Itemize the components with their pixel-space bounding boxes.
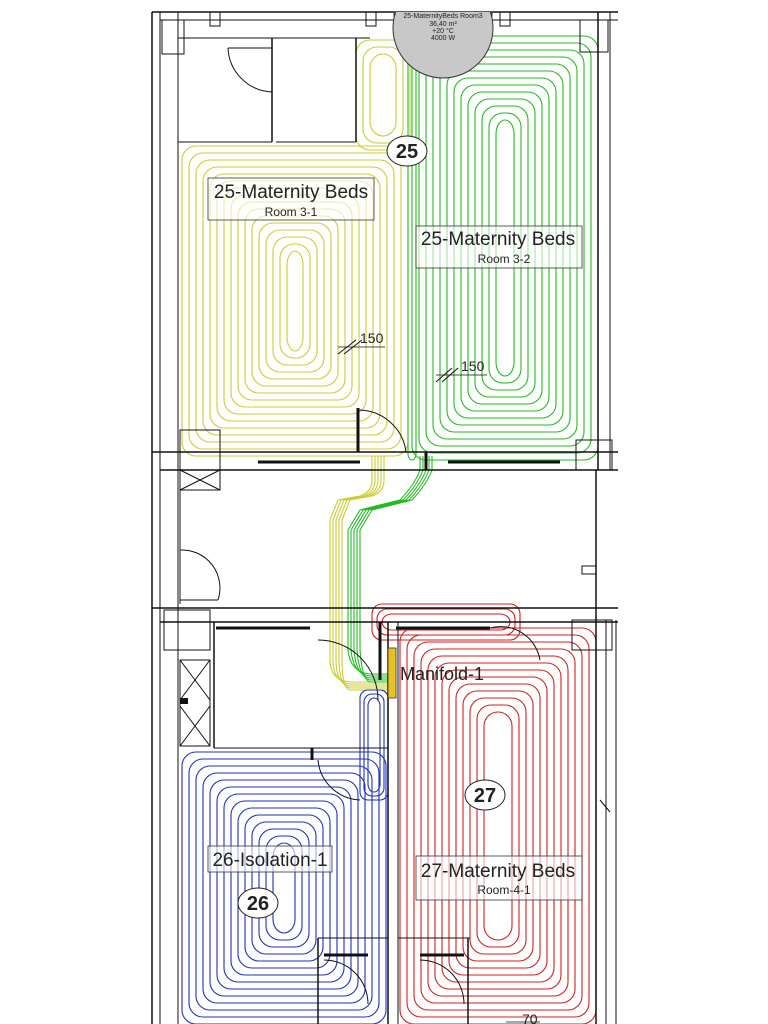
loop-pipe-blue (244, 814, 324, 962)
loop-pipe-blue (223, 793, 345, 983)
zone-marker (386, 135, 428, 167)
loop-pipe-yellow (202, 166, 388, 436)
loop-pipe-blue (181, 751, 387, 1024)
loop-pipe-yellow (362, 46, 404, 144)
room-label-box (415, 855, 583, 901)
loop-pipe-blue (195, 765, 373, 1011)
loop-pipe-red (427, 655, 569, 997)
loop-pipe-yellow (279, 243, 311, 359)
room-info-temp: +20 °C (432, 27, 454, 35)
room-name-3-2: 25-Maternity Beds (421, 229, 575, 250)
loop-pipe-blue (237, 807, 331, 969)
loop-pipe-red (399, 627, 597, 1024)
loop-pipe-green (350, 456, 424, 677)
loop-pipe-blue (202, 772, 366, 1004)
loop-pipe-yellow (188, 152, 402, 450)
loop-pipe-red (441, 669, 555, 983)
room-name-isolation: 26-Isolation-1 (212, 850, 327, 871)
room-name-4-1: 27-Maternity Beds (421, 861, 575, 882)
loop-pipe-red (420, 648, 576, 1004)
loop-pipe-red (462, 690, 534, 962)
room-name-3-1: 25-Maternity Beds (214, 182, 368, 203)
loop-pipe-green (353, 456, 427, 679)
loop-pipe-blue (363, 693, 385, 797)
loop-pipe-green (359, 456, 433, 683)
loop-pipe-yellow (195, 159, 395, 443)
loop-pipe-red (406, 634, 590, 1018)
loop-pipe-yellow (265, 229, 325, 373)
loop-pipe-blue (265, 835, 303, 941)
room-sub-3-1: Room 3-1 (265, 205, 318, 219)
loop-pipe-red (448, 676, 548, 976)
zone-marker (237, 887, 279, 919)
loop-pipe-blue (230, 800, 338, 976)
loop-pipe-red (483, 711, 513, 941)
room-info-bubble (392, 11, 494, 79)
room-label-box (415, 225, 583, 269)
spacing-label-3-2: 150 (461, 358, 485, 374)
manifold-icon (387, 647, 397, 699)
loop-pipe-red (455, 683, 541, 969)
spacing-dimension (435, 367, 487, 383)
loop-pipe-red (476, 704, 520, 948)
loop-pipe-yellow (237, 201, 353, 401)
loop-pipe-yellow (286, 250, 304, 352)
zone-number-26: 26 (247, 893, 269, 915)
manifold-label: Manifold-1 (400, 664, 484, 684)
zone-marker (464, 779, 506, 811)
loop-pipe-blue (367, 697, 381, 793)
loop-pipe-yellow (258, 222, 332, 380)
room-info-title: 25-MaternityBeds Room3 (403, 13, 482, 20)
loop-pipe-blue (251, 821, 317, 955)
loop-pipe-red (413, 641, 583, 1011)
room-info-power: 4000 W (431, 35, 456, 42)
zone-number-25: 25 (396, 141, 418, 163)
room-info-area: 36,40 m² (429, 21, 457, 28)
room-sub-3-2: Room 3-2 (478, 252, 531, 266)
loop-pipe-red (469, 697, 527, 955)
zone-number-27: 27 (474, 785, 496, 807)
loop-pipe-yellow (230, 194, 360, 408)
loop-pipe-yellow (272, 236, 318, 366)
room-label-box (207, 177, 375, 221)
loop-pipe-yellow (209, 173, 381, 429)
partial-dimension: 70 (522, 1011, 538, 1024)
room-label-box (207, 845, 333, 873)
walls (151, 11, 618, 1024)
loop-pipe-red (434, 662, 562, 990)
loop-pipe-blue (209, 779, 359, 997)
loop-pipe-yellow (251, 215, 339, 387)
loop-pipe-blue (272, 842, 296, 934)
loop-pipe-yellow (341, 456, 388, 691)
spacing-dimension (337, 339, 385, 355)
loop-pipe-blue (188, 758, 380, 1018)
spacing-label-3-1: 150 (360, 330, 384, 346)
loop-pipe-yellow (369, 53, 397, 137)
loop-pipe-blue (216, 786, 352, 990)
room-sub-4-1: Room-4-1 (477, 883, 531, 897)
